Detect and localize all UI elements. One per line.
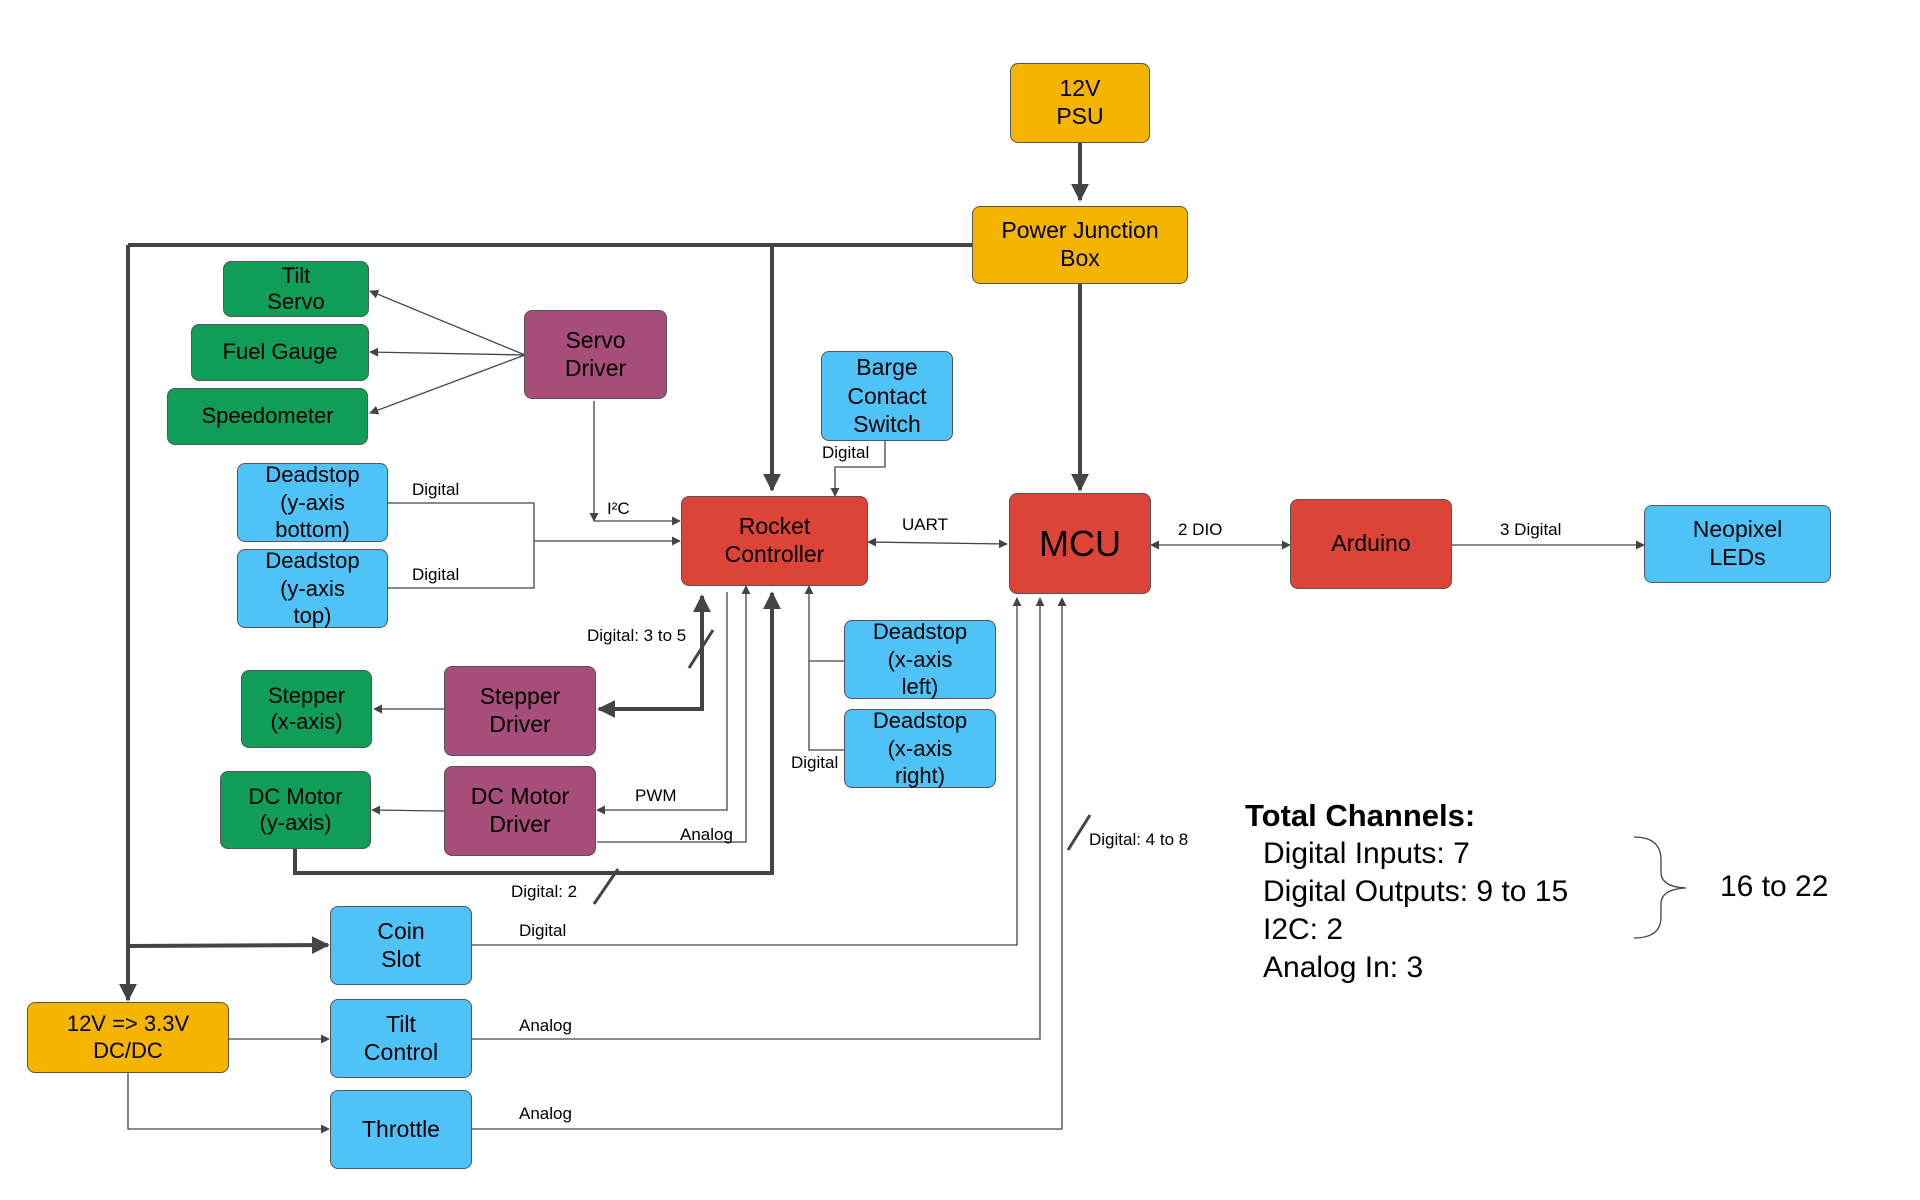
total-channels-title: Total Channels: xyxy=(1245,798,1476,833)
bus-to-coin-wire xyxy=(127,936,330,955)
slash-digital-4-to-8 xyxy=(1066,814,1092,851)
i2c-label: I²C xyxy=(607,499,630,518)
tilt-servo-block: Tilt Servo xyxy=(223,261,369,317)
dcdc-to-throttle-wire xyxy=(127,1073,330,1134)
dc-driver-to-motor-wire xyxy=(371,805,445,815)
digital-4-to-8-label: Digital: 4 to 8 xyxy=(1089,830,1189,849)
analog-dc-wire xyxy=(597,585,751,843)
digital-3-to-5-label: Digital: 3 to 5 xyxy=(587,626,687,645)
digital-2-label: Digital: 2 xyxy=(511,882,578,901)
barge-wire xyxy=(830,441,886,497)
power-junction-block: Power Junction Box xyxy=(972,206,1188,284)
three-digital-label: 3 Digital xyxy=(1500,520,1562,539)
servo-to-fuel-wire xyxy=(369,347,526,357)
servo-to-tilt-wire xyxy=(369,289,526,356)
summary-i2c: I2C: 2 xyxy=(1263,913,1344,946)
dio-label: 2 DIO xyxy=(1178,520,1223,539)
throttle-to-mcu-wire xyxy=(472,597,1067,1130)
stepper-block: Stepper (x-axis) xyxy=(241,670,372,748)
throttle-block: Throttle xyxy=(330,1090,472,1169)
uart-wire xyxy=(867,537,1008,549)
coin-to-mcu-wire xyxy=(472,597,1022,946)
servo-driver-block: Servo Driver xyxy=(524,310,667,399)
pwm-wire xyxy=(596,592,728,815)
deadstop-x-right-block: Deadstop (x-axis right) xyxy=(844,708,996,788)
ytop-digital-label: Digital xyxy=(412,565,460,584)
rocket-controller-block: Rocket Controller xyxy=(681,496,868,586)
analog-dc-label: Analog xyxy=(680,825,733,844)
slash-digital-2 xyxy=(592,868,620,905)
summary-brace xyxy=(1633,836,1687,939)
arduino-block: Arduino xyxy=(1290,499,1452,589)
rocket-to-stepper-driver-wire xyxy=(597,594,711,718)
tilt-to-mcu-wire xyxy=(472,597,1045,1040)
stepper-driver-block: Stepper Driver xyxy=(444,666,596,756)
ybottom-wire xyxy=(388,502,535,589)
xaxis-digital-label: Digital xyxy=(791,753,839,772)
dc-motor-block: DC Motor (y-axis) xyxy=(220,771,371,849)
summary-digital-outputs: Digital Outputs: 9 to 15 xyxy=(1263,875,1569,908)
summary-digital-inputs: Digital Inputs: 7 xyxy=(1263,837,1470,870)
deadstop-y-bottom-block: Deadstop (y-axis bottom) xyxy=(237,462,388,542)
dc-motor-to-rocket-wire xyxy=(293,591,781,875)
coin-slot-block: Coin Slot xyxy=(330,906,472,985)
throttle-analog-label: Analog xyxy=(519,1104,572,1123)
ybottom-digital-label: Digital xyxy=(412,480,460,499)
pwm-label: PWM xyxy=(635,786,677,805)
speedometer-block: Speedometer xyxy=(167,388,368,445)
barge-contact-switch-block: Barge Contact Switch xyxy=(821,351,953,441)
slash-digital-3-to-5 xyxy=(687,629,715,669)
deadstop-y-top-block: Deadstop (y-axis top) xyxy=(237,548,388,628)
coin-digital-label: Digital xyxy=(519,921,567,940)
tilt-analog-label: Analog xyxy=(519,1016,572,1035)
summary-total: 16 to 22 xyxy=(1720,870,1829,903)
mcu-block: MCU xyxy=(1009,493,1151,594)
uart-label: UART xyxy=(902,515,948,534)
deadstop-x-left-block: Deadstop (x-axis left) xyxy=(844,619,996,699)
psu-block: 12V PSU xyxy=(1010,63,1150,143)
neopixel-leds-block: Neopixel LEDs xyxy=(1644,505,1831,583)
i2c-wire xyxy=(594,401,680,521)
dc-motor-driver-block: DC Motor Driver xyxy=(444,766,596,856)
summary-analog-in: Analog In: 3 xyxy=(1263,951,1424,984)
servo-to-speed-wire xyxy=(369,354,526,415)
xaxis-wire xyxy=(809,586,844,751)
tilt-control-block: Tilt Control xyxy=(330,999,472,1078)
dcdc-block: 12V => 3.3V DC/DC xyxy=(27,1002,229,1073)
fuel-gauge-block: Fuel Gauge xyxy=(191,324,369,381)
barge-digital-label: Digital xyxy=(822,443,870,462)
